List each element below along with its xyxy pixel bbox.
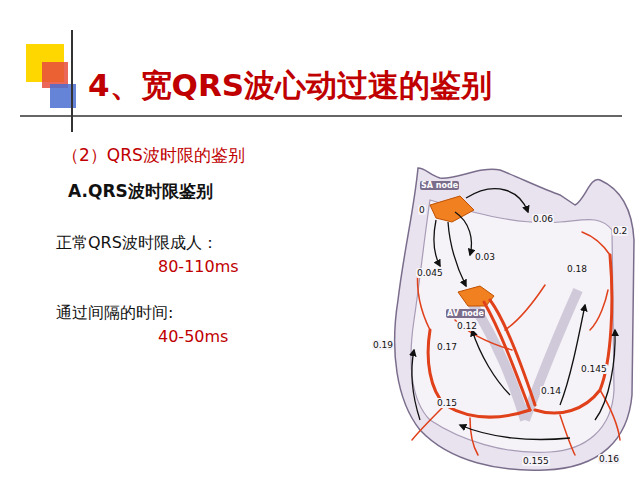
callout-number: 0.15 [436, 398, 458, 408]
callout-number: 0.03 [474, 252, 496, 262]
value-text: 40-50ms [158, 328, 228, 346]
callout-number: 0.145 [580, 364, 608, 374]
callout-number: 0.17 [436, 342, 458, 352]
heart-illustration [395, 168, 634, 470]
text-line: 正常QRS波时限成人： [56, 234, 218, 252]
text-line: 通过间隔的时间: [56, 304, 173, 322]
callout-number: 0.16 [598, 454, 620, 464]
callout-number: 0.045 [416, 268, 444, 278]
part-label: AV node [446, 309, 485, 318]
callout-number: 0.18 [566, 264, 588, 274]
callout-number: 0 [418, 205, 426, 215]
callout-number: 0.14 [540, 386, 562, 396]
slide-title: 4、宽QRS波心动过速的鉴别 [88, 68, 492, 104]
part-label: SA node [420, 181, 459, 190]
callout-number: 0.06 [532, 214, 554, 224]
decoration [20, 30, 622, 132]
value-text: 80-110ms [158, 258, 239, 276]
callout-number: 0.155 [522, 456, 550, 466]
callout-number: 0.19 [372, 340, 394, 350]
subtitle: （2）QRS波时限的鉴别 [62, 146, 245, 166]
callout-number: 0.12 [456, 321, 478, 331]
callout-number: 0.2 [612, 226, 628, 236]
section-heading: A.QRS波时限鉴别 [68, 182, 213, 202]
